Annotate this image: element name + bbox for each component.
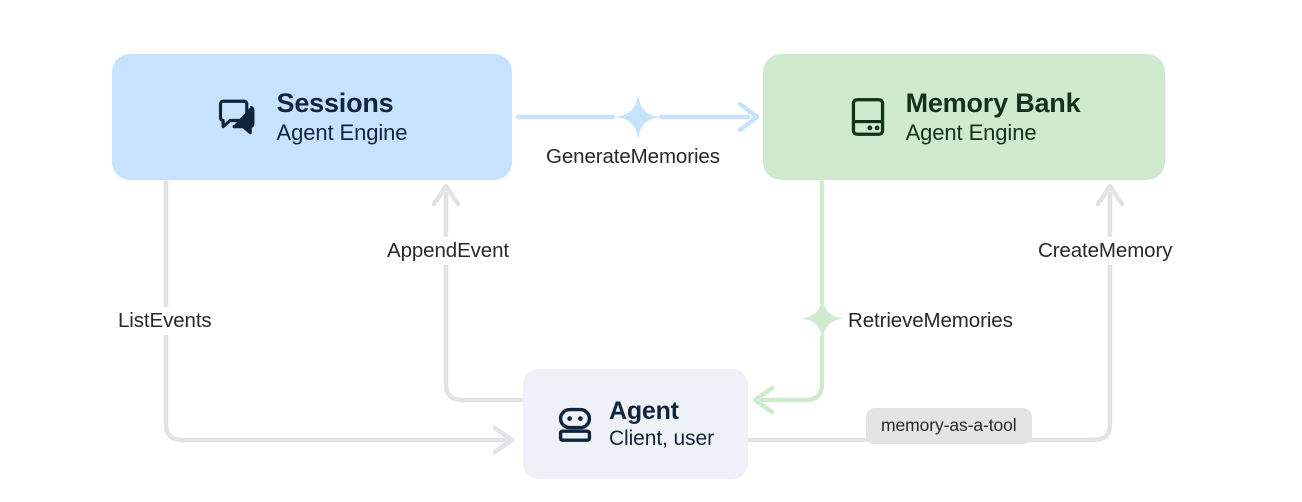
node-sessions[interactable]: Sessions Agent Engine bbox=[112, 54, 512, 180]
edge-label-create-memory: CreateMemory bbox=[1032, 237, 1179, 265]
badge-memory-as-a-tool: memory-as-a-tool bbox=[866, 408, 1032, 444]
node-sessions-title: Sessions bbox=[276, 88, 394, 119]
edge-retrieve-memories bbox=[752, 179, 825, 415]
edge-append-event bbox=[431, 183, 526, 403]
node-memory-bank-title: Memory Bank bbox=[905, 88, 1081, 119]
node-agent-title: Agent bbox=[608, 396, 679, 425]
sparkle-icon bbox=[615, 94, 661, 140]
edge-label-list-events: ListEvents bbox=[112, 307, 218, 335]
node-memory-bank-subtitle: Agent Engine bbox=[905, 120, 1037, 146]
database-storage-icon bbox=[851, 98, 884, 136]
edge-create-memory bbox=[745, 183, 1125, 443]
forum-icon bbox=[218, 99, 254, 135]
robot-icon bbox=[558, 407, 592, 442]
edge-label-append-event: AppendEvent bbox=[381, 237, 516, 265]
node-agent-subtitle: Client, user bbox=[608, 426, 714, 450]
edge-label-generate-memories: GenerateMemories bbox=[546, 145, 720, 168]
edge-list-events bbox=[163, 179, 515, 455]
node-memory-bank[interactable]: Memory Bank Agent Engine bbox=[763, 54, 1165, 180]
sparkle-icon bbox=[800, 296, 845, 341]
node-sessions-subtitle: Agent Engine bbox=[276, 120, 408, 146]
edge-label-retrieve-memories: RetrieveMemories bbox=[848, 309, 1013, 332]
node-agent[interactable]: Agent Client, user bbox=[523, 369, 748, 479]
edge-generate-memories bbox=[515, 101, 760, 133]
